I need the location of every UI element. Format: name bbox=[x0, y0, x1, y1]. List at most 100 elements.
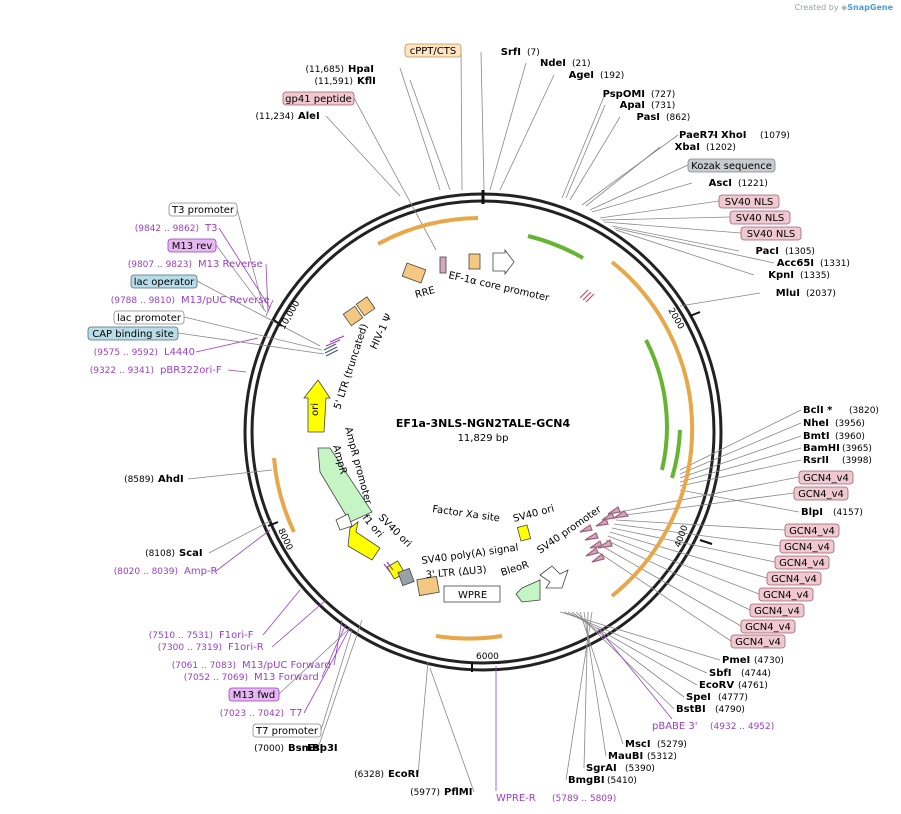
site-position: (862) bbox=[666, 113, 690, 123]
site-position: (4777) bbox=[718, 693, 748, 703]
feature-label-box bbox=[228, 687, 280, 702]
feature-label-box bbox=[404, 43, 462, 58]
leader-line bbox=[679, 489, 800, 513]
site-alei: (11,234)AleI bbox=[255, 111, 319, 122]
feature-label-gcn4-v4: GCN4_v4 bbox=[779, 539, 835, 554]
snapgene-logo-icon: ◈ bbox=[841, 3, 848, 12]
site-ecorv: EcoRV (4761) bbox=[699, 680, 768, 691]
feature-label-m13-rev: M13 rev bbox=[167, 238, 217, 253]
site-position: (3820) bbox=[849, 406, 879, 416]
site-name: AgeI bbox=[569, 70, 594, 81]
site-name: MauBI bbox=[608, 751, 643, 762]
t7-marks bbox=[383, 561, 394, 573]
leader-line bbox=[559, 611, 721, 661]
leader-line bbox=[417, 661, 429, 775]
site-name: NheI bbox=[803, 418, 829, 429]
arc-green-right2 bbox=[670, 429, 682, 479]
site-position: (4761) bbox=[738, 681, 768, 691]
site-name: KpnI bbox=[768, 270, 794, 281]
feature-label-text: GCN4_v4 bbox=[745, 622, 791, 633]
leader-line bbox=[208, 519, 273, 554]
site-pflmi: (5977)PflMI bbox=[410, 787, 472, 798]
site-srfi: SrfI(7) bbox=[501, 47, 540, 58]
feature-label-cap-binding-site: CAP binding site bbox=[87, 326, 179, 341]
primer-name: pBABE 3' bbox=[652, 721, 698, 732]
ori-arrow bbox=[303, 379, 331, 433]
primer-name: M13 Forward bbox=[254, 672, 319, 683]
primer-name: pBR322ori-F bbox=[160, 365, 222, 376]
leader-line bbox=[183, 316, 323, 351]
leader-line bbox=[601, 216, 731, 221]
site-position: (1221) bbox=[738, 179, 768, 189]
feature-label-box bbox=[130, 274, 198, 289]
site-position: (1079) bbox=[760, 131, 790, 141]
leader-line bbox=[196, 280, 321, 347]
leader-line bbox=[262, 589, 301, 636]
site-name: SbfI bbox=[709, 668, 731, 679]
label-ltr5: 5' LTR (truncated) bbox=[332, 323, 370, 411]
site-apai: ApaI(731) bbox=[620, 100, 676, 111]
primer-range: (9842 .. 9862) bbox=[135, 224, 199, 234]
site-position: (192) bbox=[600, 71, 624, 81]
site-name: BstBI bbox=[676, 704, 706, 715]
leader-line bbox=[227, 369, 247, 373]
feature-label-text: GCN4_v4 bbox=[784, 542, 830, 553]
site-position: (731) bbox=[651, 101, 675, 111]
primer-m13-reverse: (9807 .. 9823)M13 Reverse bbox=[128, 259, 263, 270]
site-position: (5977) bbox=[410, 788, 440, 798]
tick-2000-mark bbox=[689, 311, 701, 317]
primer-range: (9788 .. 9810) bbox=[111, 296, 175, 306]
primer-t7: (7023 .. 7042)T7 bbox=[220, 708, 303, 719]
primer-pbabe-3-: pBABE 3'(4932 .. 4952) bbox=[652, 721, 774, 732]
leader-line bbox=[679, 292, 761, 307]
site-pmei: PmeI(4730) bbox=[722, 655, 784, 666]
site-name: MluI bbox=[776, 288, 800, 299]
arc-orange-left bbox=[272, 457, 296, 533]
feature-label-cppt-cts: cPPT/CTS bbox=[404, 43, 462, 58]
feature-label-text: SV40 NLS bbox=[747, 229, 796, 240]
primer-range: (7052 .. 7069) bbox=[184, 673, 248, 683]
arc-green-right1 bbox=[644, 339, 669, 471]
sv40ori-right-block bbox=[516, 524, 532, 542]
label-ltr3: 3' LTR (ΔU3) bbox=[425, 565, 487, 581]
leader-line bbox=[195, 337, 259, 353]
leader-line bbox=[607, 535, 760, 595]
leader-line bbox=[215, 244, 267, 313]
feature-label-text: GCN4_v4 bbox=[735, 637, 781, 648]
leader-line bbox=[619, 476, 800, 513]
leader-line bbox=[489, 62, 527, 191]
feature-label-lac-operator: lac operator bbox=[130, 274, 198, 289]
leader-line bbox=[617, 492, 795, 517]
tick-4000-mark bbox=[699, 539, 713, 545]
site-name: HpaI bbox=[348, 64, 374, 75]
site-position: (8589) bbox=[124, 475, 154, 485]
site-separator: - bbox=[712, 130, 716, 141]
site-paer7i: PaeR7I bbox=[679, 130, 718, 141]
feature-label-text: GCN4_v4 bbox=[803, 473, 849, 484]
leader-line bbox=[679, 435, 802, 479]
tick-8000-mark bbox=[267, 521, 279, 527]
outer-labels: (11,685)HpaI(11,591)KflI(11,234)AleISrfI… bbox=[87, 43, 879, 804]
leader-line bbox=[480, 51, 485, 191]
primer-name: T7 bbox=[289, 708, 302, 719]
label-ori: ori bbox=[310, 403, 321, 416]
tick-10000-mark bbox=[273, 319, 283, 327]
label-bleor: BleoR bbox=[500, 559, 531, 578]
site-xbai: XbaI(1202) bbox=[675, 142, 736, 153]
site-position: (11,234) bbox=[255, 112, 294, 122]
feature-label-text: cPPT/CTS bbox=[410, 46, 456, 57]
primer-range: (7300 .. 7319) bbox=[158, 643, 222, 653]
site-ndei: NdeI(21) bbox=[540, 58, 591, 69]
site-position: (1305) bbox=[785, 247, 815, 257]
arc-orange-bottom bbox=[435, 634, 503, 641]
site-name: EcoRV bbox=[699, 680, 734, 691]
feature-label-text: T3 promoter bbox=[171, 205, 235, 216]
site-bamhi: BamHI(3965) bbox=[803, 443, 872, 454]
leader-line bbox=[613, 523, 781, 547]
site-name: RsrII bbox=[803, 455, 829, 466]
primer-name: M13 Reverse bbox=[198, 259, 263, 270]
site-position: (6328) bbox=[354, 770, 384, 780]
feature-label-gcn4-v4: GCN4_v4 bbox=[730, 634, 786, 649]
ltr3-block bbox=[416, 575, 440, 597]
